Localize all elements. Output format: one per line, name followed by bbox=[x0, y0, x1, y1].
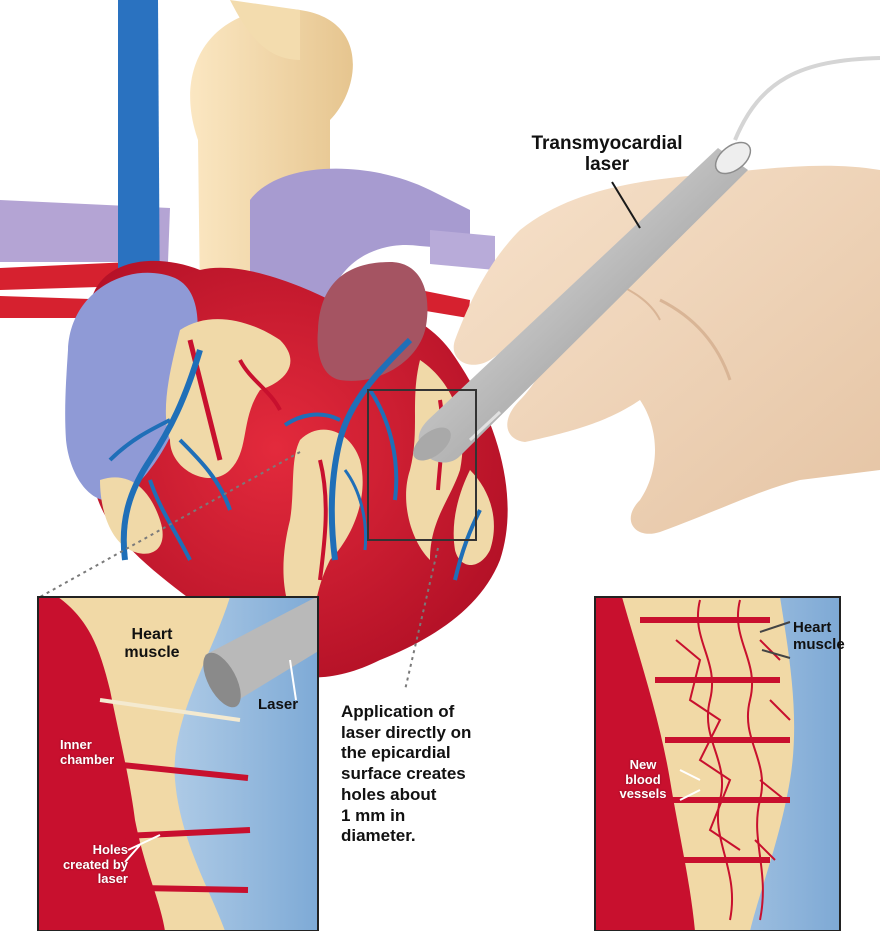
label-inner-chamber: Inner chamber bbox=[60, 738, 114, 767]
label-left-heart-muscle: Heart muscle bbox=[112, 626, 192, 662]
label-new-blood-vessels: New blood vessels bbox=[612, 758, 674, 802]
label-right-heart-muscle: Heart muscle bbox=[793, 620, 845, 654]
label-laser: Laser bbox=[258, 697, 298, 714]
laser-cable bbox=[735, 58, 880, 140]
label-holes: Holes created by laser bbox=[42, 843, 128, 887]
caption-text: Application of laser directly on the epi… bbox=[341, 702, 471, 847]
label-transmyocardial-laser: Transmyocardial laser bbox=[512, 133, 702, 176]
